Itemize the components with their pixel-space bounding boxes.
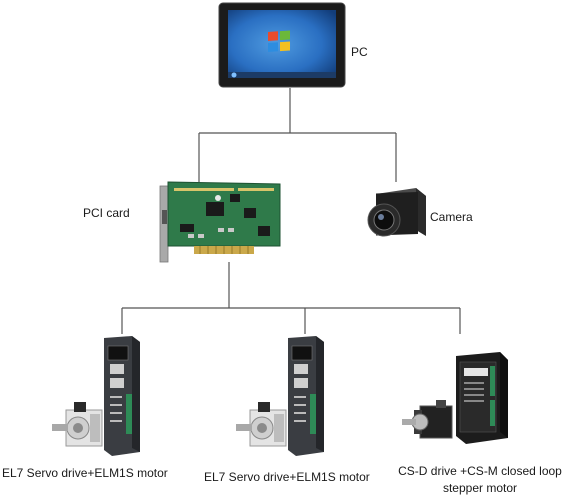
drive-3-label-line2: stepper motor — [442, 481, 518, 495]
pc-panel-icon — [218, 2, 346, 88]
servo-drive-2-icon — [236, 336, 324, 456]
servo-drive-1-icon — [52, 336, 140, 456]
stepper-drive-icon — [402, 352, 508, 444]
pci-card-label: PCI card — [83, 206, 130, 220]
drive-3-label-line1: CS-D drive +CS-M closed loop — [398, 464, 562, 478]
camera-label: Camera — [430, 210, 473, 224]
pci-card-icon — [159, 181, 281, 263]
camera-icon — [367, 188, 426, 237]
pc-label: PC — [351, 45, 368, 59]
drive-1-label: EL7 Servo drive+ELM1S motor — [2, 466, 168, 480]
drive-2-label: EL7 Servo drive+ELM1S motor — [204, 470, 370, 484]
